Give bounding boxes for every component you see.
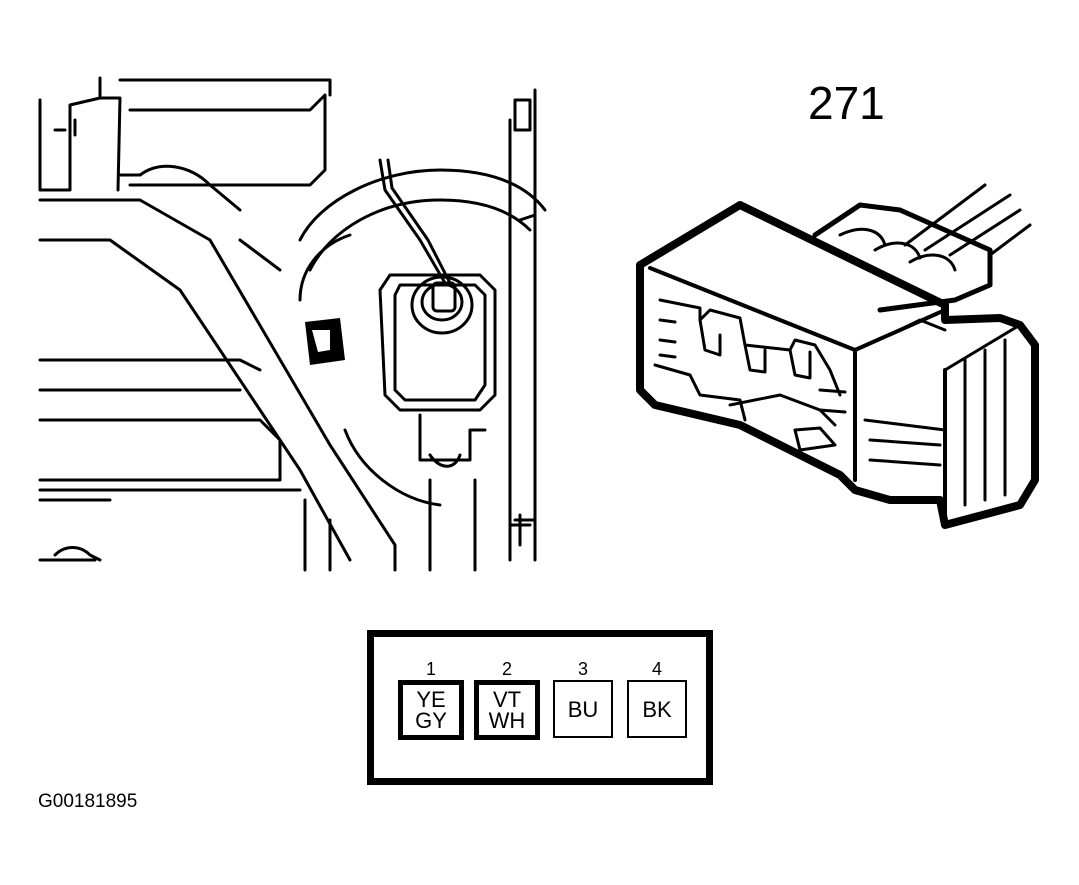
connector-drawing [636,183,1039,529]
pin-number: 4 [651,659,662,679]
pin-2: 2 VT WH [474,659,540,740]
pin-color-line1: VT [492,687,522,712]
pin-color-line1: BK [642,696,672,722]
pin-color-line1: YE [416,687,446,712]
pin-3: 3 BU [550,659,616,738]
pin-color-line2: GY [415,708,447,733]
pin-number: 1 [425,659,436,679]
pin-4: 4 BK [624,659,690,738]
pin-color-box: VT WH [474,680,540,740]
pin-panel: 1 YE GY 2 VT WH 3 BU 4 BK [367,630,713,785]
connector-number: 271 [808,77,885,129]
pin-number: 3 [577,659,588,679]
engine-bay-drawing [38,76,547,572]
pin-color-box: BU [553,680,613,738]
pin-color-box: BK [627,680,687,738]
pin-color-box: YE GY [398,680,464,740]
pin-color-line2: WH [488,708,526,733]
black-bracket [305,318,345,365]
pin-1: 1 YE GY [398,659,464,740]
figure-id: G00181895 [38,791,138,812]
pin-number: 2 [501,659,512,679]
pin-color-line1: BU [567,696,599,722]
